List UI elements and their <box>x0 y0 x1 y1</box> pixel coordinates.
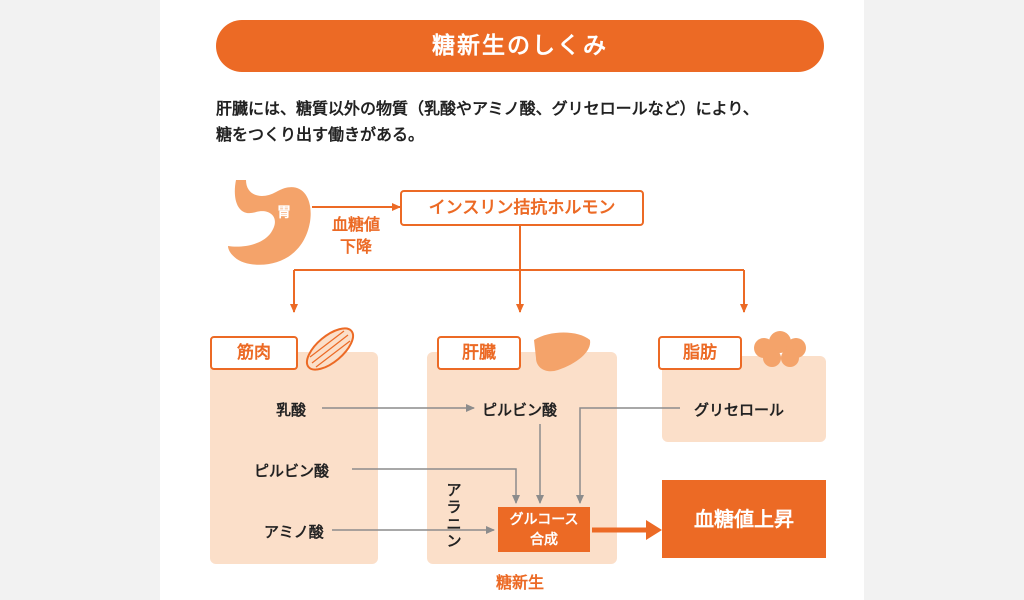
gluconeogenesis-label: 糖新生 <box>495 573 544 592</box>
title-banner: 糖新生のしくみ <box>216 20 824 72</box>
alanine-char-4: ン <box>446 532 462 550</box>
blood-sugar-drop-line-2: 下降 <box>339 237 372 256</box>
blood-sugar-drop-label: 血糖値 下降 <box>316 214 396 258</box>
fat-label: 脂肪 <box>658 336 742 370</box>
glycerol-arrow <box>576 407 680 504</box>
glycerol-label: グリセロール <box>694 401 785 419</box>
lactate-label: 乳酸 <box>276 401 307 419</box>
synthesis-to-result-arrowhead <box>646 520 662 540</box>
glucose-synthesis-line-1: グルコース <box>509 512 579 528</box>
stomach-icon <box>228 180 311 265</box>
blood-sugar-rise-box: 血糖値上昇 <box>662 480 826 558</box>
liver-label: 肝臓 <box>437 336 521 370</box>
intro-line-1: 肝臓には、糖質以外の物質（乳酸やアミノ酸、グリセロールなど）により、 <box>216 99 759 118</box>
alanine-label: ア ラ ニ ン <box>445 482 463 550</box>
muscle-icon <box>305 327 355 371</box>
intro-line-2: 糖をつくり出す働きがある。 <box>216 125 425 144</box>
muscle-pyruvate-label: ピルビン酸 <box>254 462 330 480</box>
alanine-char-3: ニ <box>446 515 462 533</box>
muscle-label: 筋肉 <box>210 336 298 370</box>
fat-icon <box>754 331 806 367</box>
hormone-box: インスリン拮抗ホルモン <box>400 190 644 226</box>
intro-text: 肝臓には、糖質以外の物質（乳酸やアミノ酸、グリセロールなど）により、 糖をつくり… <box>216 96 836 148</box>
alanine-char-1: ア <box>446 481 462 499</box>
muscle-panel <box>210 352 378 564</box>
blood-sugar-drop-line-1: 血糖値 <box>331 215 380 234</box>
glucose-synthesis-line-2: 合成 <box>530 532 558 548</box>
alanine-char-2: ラ <box>446 498 462 516</box>
amino-acid-label: アミノ酸 <box>264 523 324 541</box>
stomach-label: 胃 <box>277 205 291 221</box>
liver-pyruvate-label: ピルビン酸 <box>482 401 558 419</box>
fat-panel <box>662 356 826 442</box>
liver-icon <box>534 332 591 372</box>
muscle-pyruvate-arrow <box>352 468 520 504</box>
glucose-synthesis-box: グルコース 合成 <box>498 507 590 552</box>
